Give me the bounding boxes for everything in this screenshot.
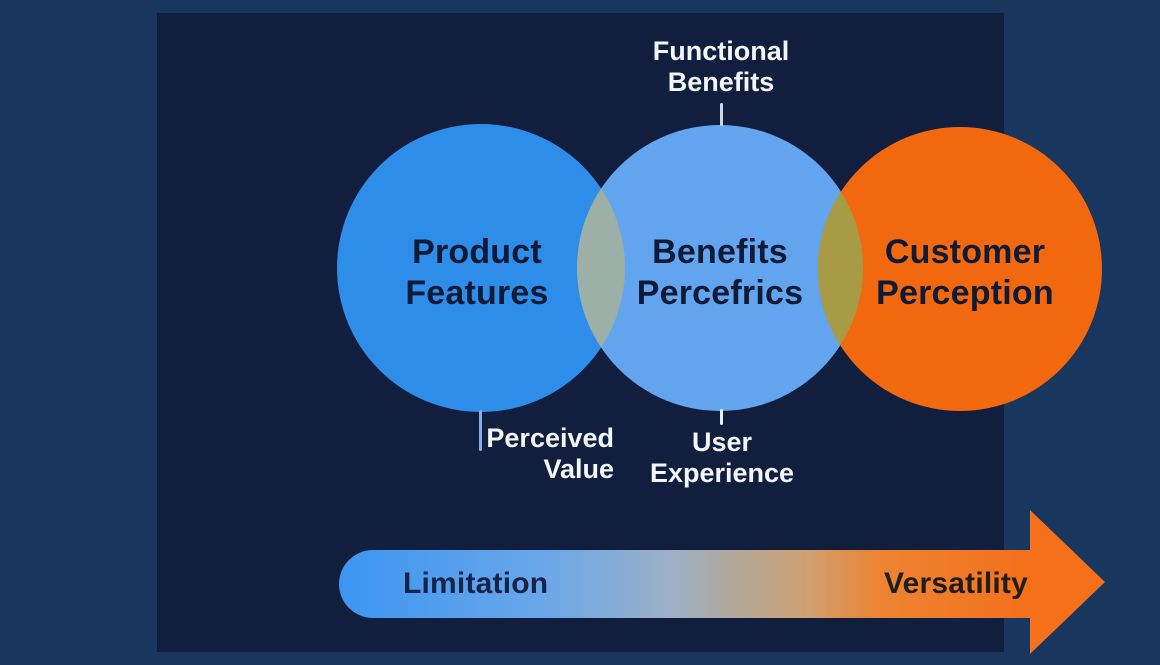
circle-label-customer-perception: Customer Perception <box>876 233 1054 312</box>
arrow-label-versatility: Versatility <box>884 567 1028 600</box>
circle-product-features <box>337 124 625 412</box>
arrow-label-limitation: Limitation <box>403 567 549 600</box>
circle-label-benefits-percefrics: Benefits Percefrics <box>636 233 804 312</box>
connector-functional-benefits <box>720 103 723 126</box>
annotation-functional-benefits: Functional Benefits <box>652 36 790 97</box>
connector-user-experience <box>720 409 723 425</box>
circle-label-product-features: Product Features <box>405 233 549 312</box>
circle-benefits-percefrics <box>577 125 863 411</box>
diagram-panel: Functional Benefits Perceived Value User… <box>157 13 1105 654</box>
annotation-user-experience: User Experience <box>649 427 795 488</box>
venn-diagram <box>337 124 1102 412</box>
annotation-perceived-value: Perceived Value <box>486 423 614 484</box>
connector-perceived-value <box>479 410 482 451</box>
spectrum-arrow-shaft: Limitation Versatility <box>339 550 1030 618</box>
circle-customer-perception <box>818 127 1102 411</box>
